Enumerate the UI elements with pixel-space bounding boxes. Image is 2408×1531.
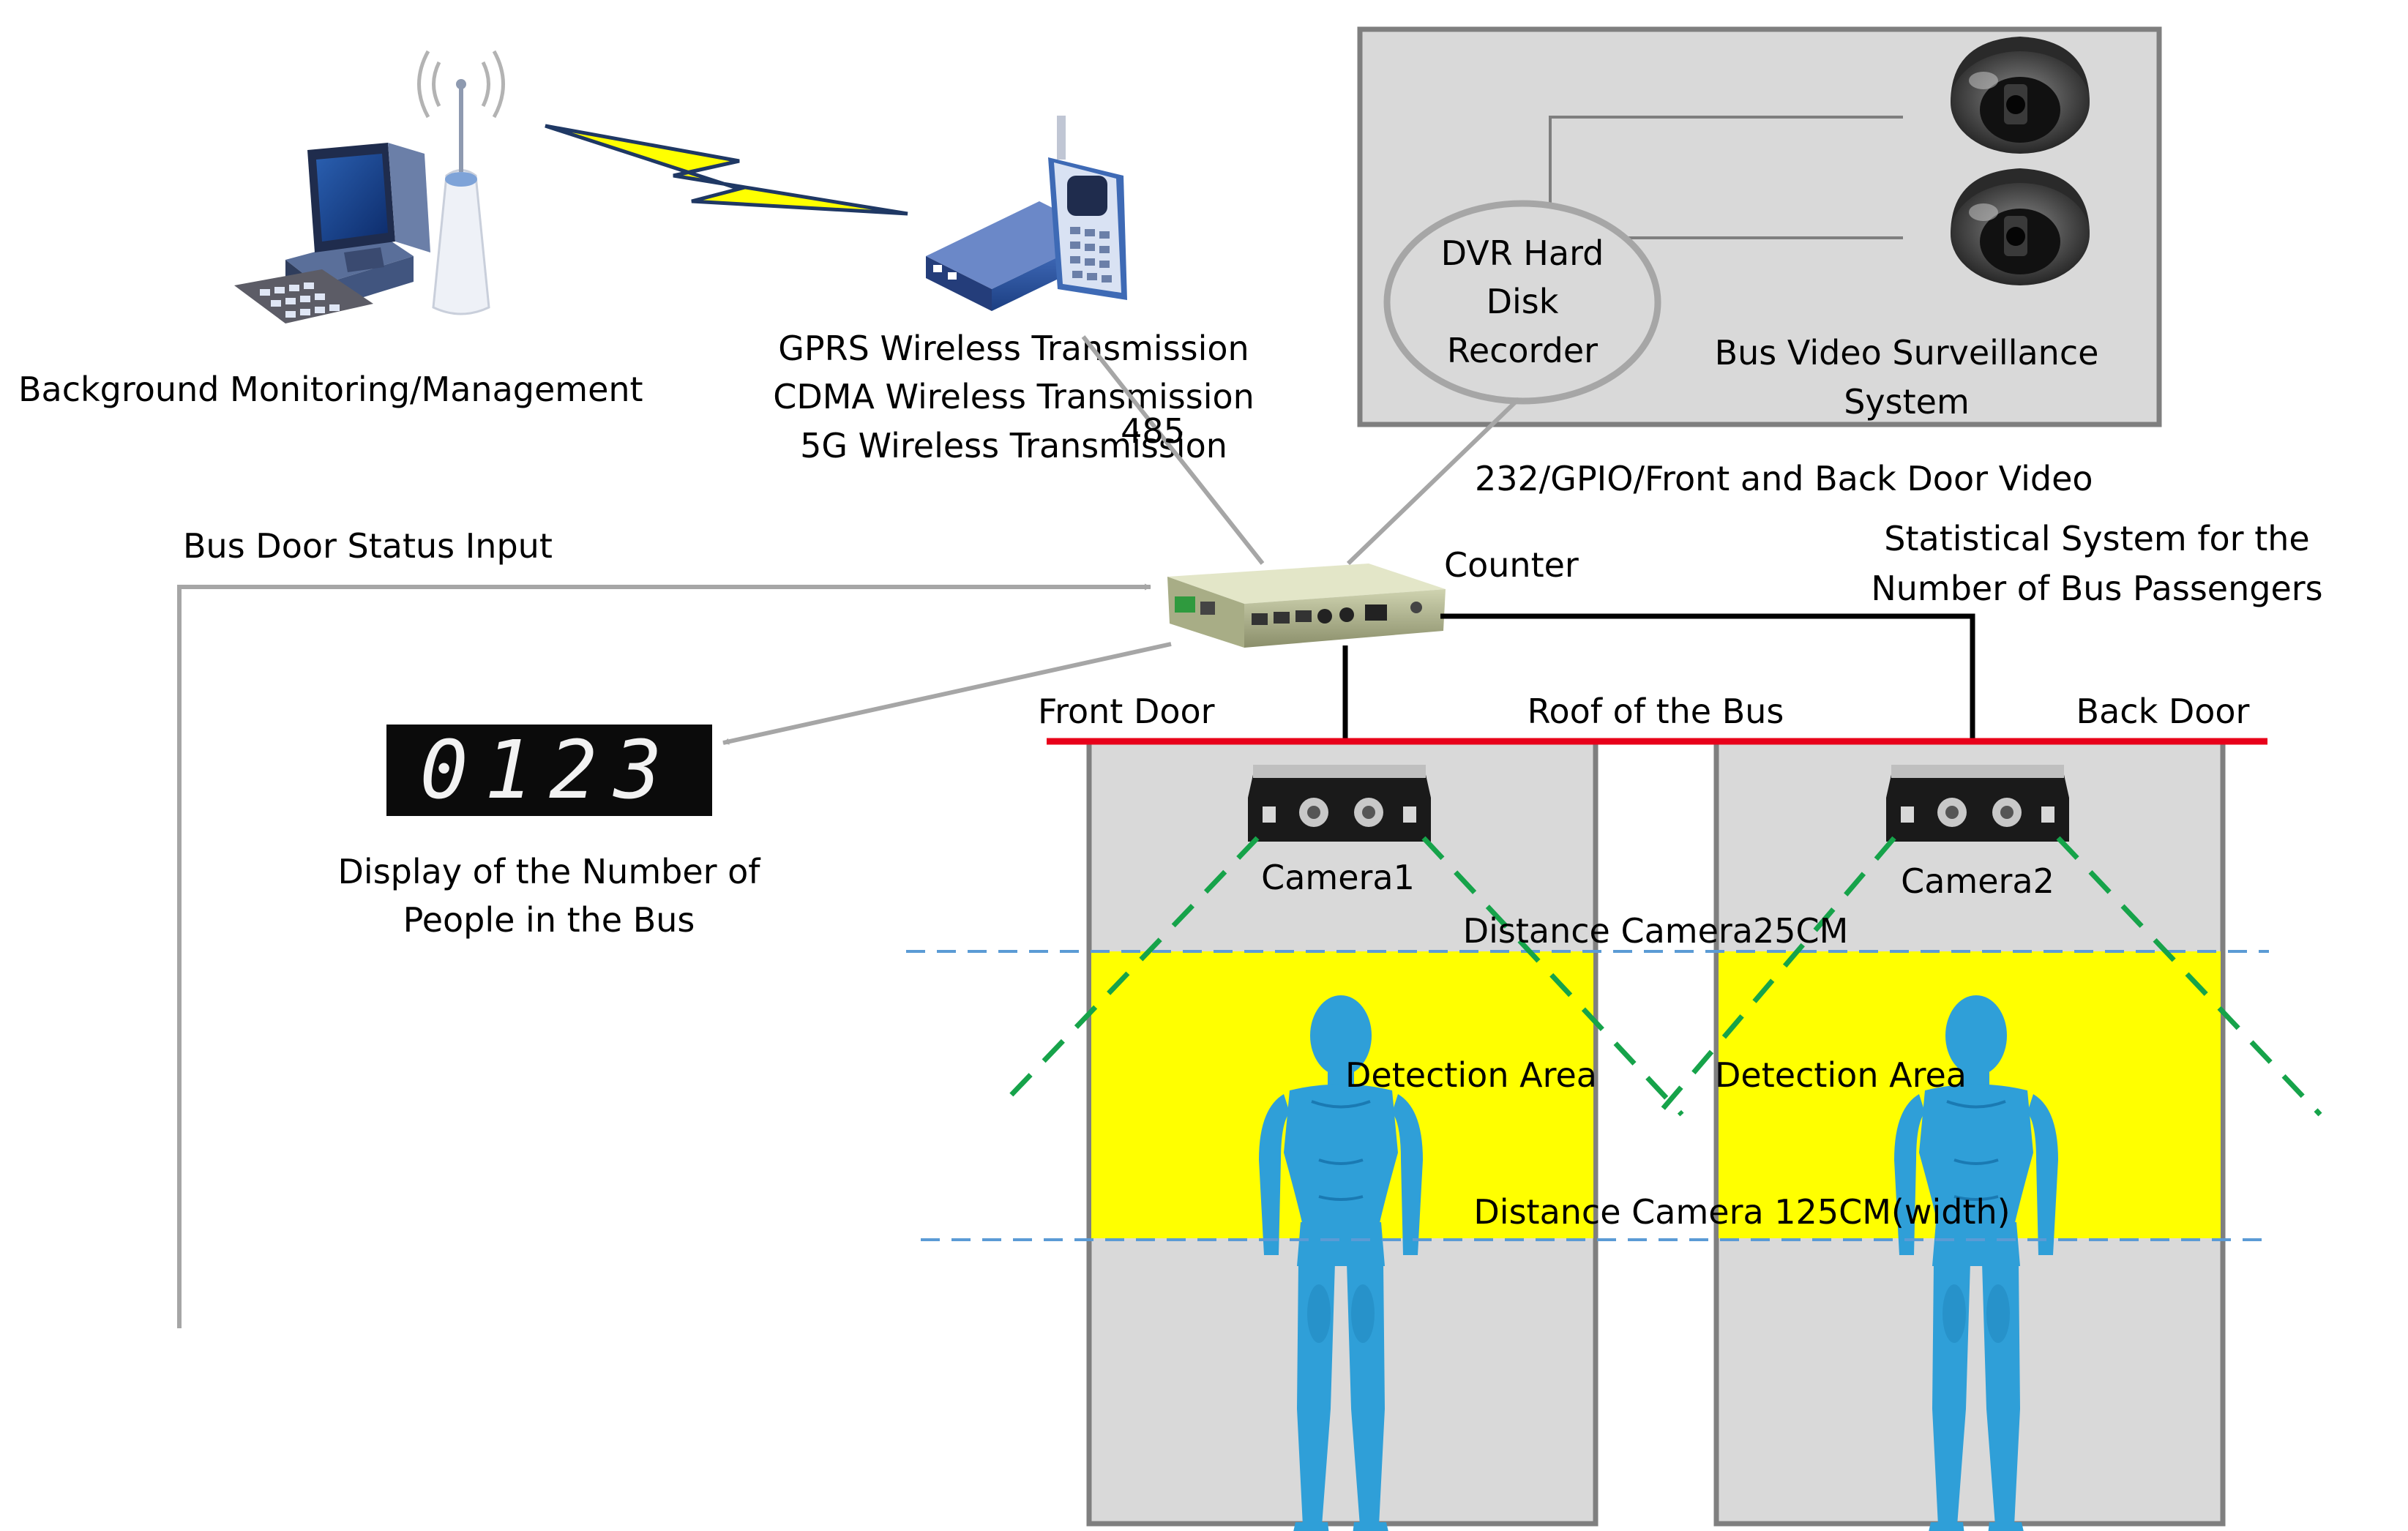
camera1-fov-right [1421, 836, 1684, 1117]
people-display-label-2: People in the Bus [403, 900, 695, 940]
camera1-icon [1248, 765, 1431, 842]
dvr-recorder-label-2: Disk [1487, 282, 1559, 321]
front-detection-area-label: Detection Area [1345, 1055, 1597, 1095]
computer-icon [234, 143, 430, 323]
wireless-line-3: 5G Wireless Transmission [800, 426, 1227, 465]
front-door-label: Front Door [1038, 692, 1215, 731]
back-detection-area-label: Detection Area [1715, 1055, 1967, 1095]
wireless-line-2: CDMA Wireless Transmission [773, 377, 1255, 416]
lightning-icon [545, 124, 908, 216]
link-485-label: 485 [1121, 411, 1185, 451]
dvr-system-label-2: System [1844, 382, 1970, 422]
link-485-line [1081, 335, 1265, 565]
statistical-system-label-2: Number of Bus Passengers [1871, 569, 2322, 608]
video-link-label: 232/GPIO/Front and Back Door Video [1475, 459, 2093, 498]
statistical-system-label-1: Statistical System for the [1884, 519, 2309, 558]
bus-door-status-label: Bus Door Status Input [183, 526, 553, 566]
dvr-link-camera-top [1549, 116, 1903, 242]
people-count-display [386, 725, 712, 816]
dvr-recorder-label-1: DVR Hard [1441, 233, 1604, 273]
distance-125cm-label: Distance Camera 125CM(width) [1473, 1192, 2010, 1232]
mobile-phone-icon [1048, 116, 1127, 300]
counter-label: Counter [1444, 545, 1579, 585]
dome-camera-icon [1951, 168, 2090, 285]
dome-camera-icon [1951, 37, 2090, 154]
distance-25cm-label: Distance Camera25CM [1463, 911, 1849, 951]
camera2-label: Camera2 [1901, 861, 2054, 901]
dvr-recorder-label-3: Recorder [1447, 331, 1598, 370]
people-count-digits: 0123 [420, 723, 678, 817]
video-link-line [1346, 397, 1521, 566]
dvr-system-label-1: Bus Video Surveillance [1715, 333, 2099, 373]
wireless-line-1: GPRS Wireless Transmission [778, 329, 1249, 368]
bus-door-status-line [177, 583, 1151, 1328]
camera2-icon [1886, 765, 2069, 842]
back-door-label: Back Door [2076, 692, 2250, 731]
people-display-label-1: Display of the Number of [338, 852, 762, 891]
counter-display-arrow [722, 642, 1172, 745]
camera2-fov-left [1656, 836, 1896, 1117]
camera1-label: Camera1 [1261, 858, 1415, 897]
dvr-recorder-ellipse [1383, 200, 1661, 405]
camera1-fov-left [1006, 836, 1260, 1100]
counter-camera2-cable [1440, 613, 1975, 767]
roof-label: Roof of the Bus [1528, 692, 1784, 731]
background-monitoring-label: Background Monitoring/Management [18, 370, 643, 409]
counter-device-icon [1167, 564, 1446, 648]
camera2-fov-right [2056, 836, 2322, 1117]
antenna-icon [417, 50, 505, 315]
